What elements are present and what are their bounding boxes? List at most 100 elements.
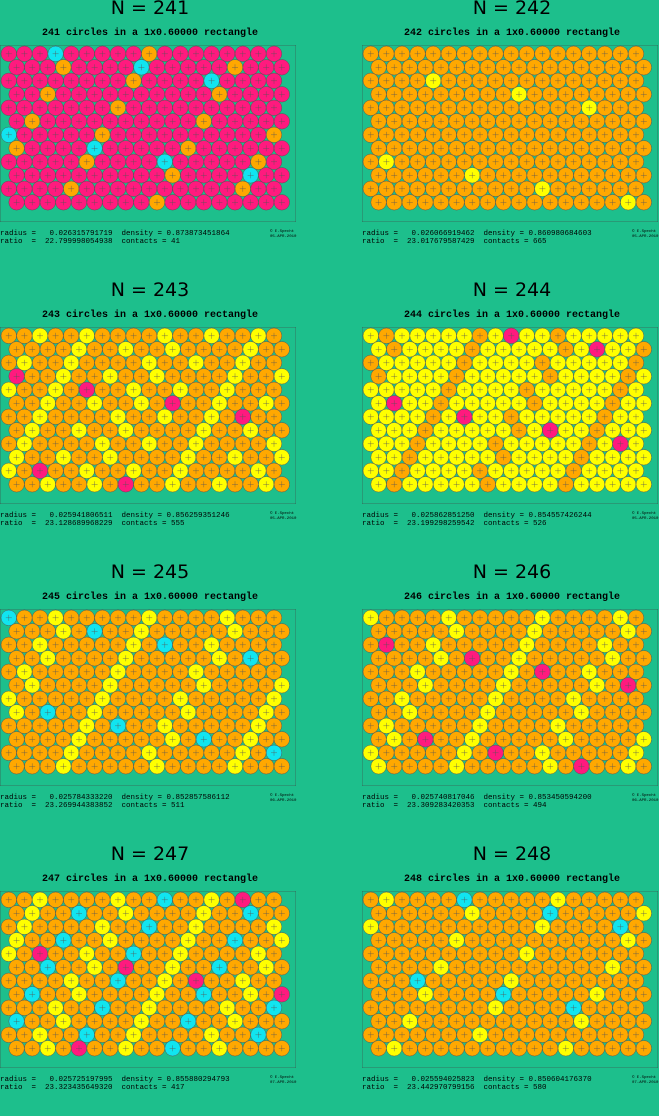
packed-circle [102, 1041, 118, 1057]
packed-circle [379, 1027, 395, 1043]
packed-circle [394, 637, 410, 653]
packed-circle [204, 382, 220, 398]
packed-circle [243, 114, 259, 130]
packed-circle [56, 759, 72, 775]
packed-circle [472, 718, 488, 734]
packed-circle [589, 759, 605, 775]
stats-block: radius = 0.026315791719 density = 0.8738… [0, 230, 230, 246]
packed-circle [165, 60, 181, 76]
packed-circle [472, 1027, 488, 1043]
packed-circle [134, 423, 150, 439]
packed-circle [566, 100, 582, 116]
packed-circle [141, 46, 157, 62]
packed-circle [9, 423, 25, 439]
packed-circle [441, 382, 457, 398]
packed-circle [597, 1027, 613, 1043]
packed-circle [519, 892, 535, 908]
packed-circle [574, 651, 590, 667]
packed-circle [371, 624, 387, 640]
packed-circle [180, 396, 196, 412]
packed-circle [605, 342, 621, 358]
packed-circle [196, 60, 212, 76]
packed-circle [550, 946, 566, 962]
packed-circle [511, 477, 527, 493]
packed-circle [274, 423, 290, 439]
packed-circle [173, 100, 189, 116]
packed-circle [188, 73, 204, 89]
packed-circle [95, 919, 111, 935]
packed-circle [394, 664, 410, 680]
packed-circle [134, 195, 150, 211]
packed-circle [274, 477, 290, 493]
packed-circle [188, 328, 204, 344]
packed-circle [71, 369, 87, 385]
packed-circle [118, 987, 134, 1003]
packed-circle [488, 463, 504, 479]
packed-circle [87, 60, 103, 76]
packed-circle [87, 1041, 103, 1057]
packed-circle [17, 1000, 33, 1016]
packed-circle [457, 1000, 473, 1016]
packing-panel: N = 248 248 circles in a 1x0.60000 recta… [362, 846, 659, 1116]
packed-circle [32, 181, 48, 197]
packed-circle [134, 933, 150, 949]
packed-circle [441, 946, 457, 962]
packed-circle [597, 718, 613, 734]
packed-circle [402, 342, 418, 358]
packed-circle [379, 919, 395, 935]
packed-circle [102, 987, 118, 1003]
packed-circle [235, 1000, 251, 1016]
packed-circle [1, 355, 17, 371]
packed-circle [379, 355, 395, 371]
packed-circle [63, 946, 79, 962]
packed-circle [433, 369, 449, 385]
packed-circle [95, 745, 111, 761]
packed-circle [410, 919, 426, 935]
packing-panel: N = 247 247 circles in a 1x0.60000 recta… [0, 846, 300, 1116]
packed-circle [464, 651, 480, 667]
panel-title: N = 247 [0, 843, 300, 865]
packed-circle [636, 477, 652, 493]
packed-circle [535, 127, 551, 143]
packed-circle [219, 73, 235, 89]
packed-circle [597, 355, 613, 371]
packed-circle [227, 678, 243, 694]
packed-circle [71, 114, 87, 130]
packed-circle [597, 1000, 613, 1016]
packed-circle [134, 114, 150, 130]
packed-circle [574, 168, 590, 184]
packed-circle [363, 154, 379, 170]
packed-circle [589, 732, 605, 748]
packed-circle [542, 960, 558, 976]
packed-circle [441, 463, 457, 479]
packed-circle [394, 127, 410, 143]
packed-circle [636, 423, 652, 439]
packed-circle [118, 732, 134, 748]
packed-circle [141, 409, 157, 425]
packed-circle [102, 705, 118, 721]
packed-circle [566, 409, 582, 425]
packed-circle [32, 691, 48, 707]
packed-circle [48, 127, 64, 143]
packed-circle [379, 154, 395, 170]
packed-circle [157, 892, 173, 908]
packed-circle [386, 423, 402, 439]
packing-panel: N = 243 243 circles in a 1x0.60000 recta… [0, 282, 300, 552]
packed-circle [425, 691, 441, 707]
packed-circle [488, 745, 504, 761]
packed-circle [519, 745, 535, 761]
packed-circle [371, 933, 387, 949]
packed-circle [527, 987, 543, 1003]
packed-circle [480, 423, 496, 439]
packed-circle [24, 114, 40, 130]
packed-circle [550, 610, 566, 626]
packed-circle [227, 960, 243, 976]
packed-circle [227, 141, 243, 157]
packed-circle [274, 933, 290, 949]
packed-circle [1, 973, 17, 989]
packed-circle [149, 906, 165, 922]
packed-circle [235, 436, 251, 452]
packed-circle [511, 342, 527, 358]
packed-circle [558, 960, 574, 976]
packed-circle [433, 342, 449, 358]
